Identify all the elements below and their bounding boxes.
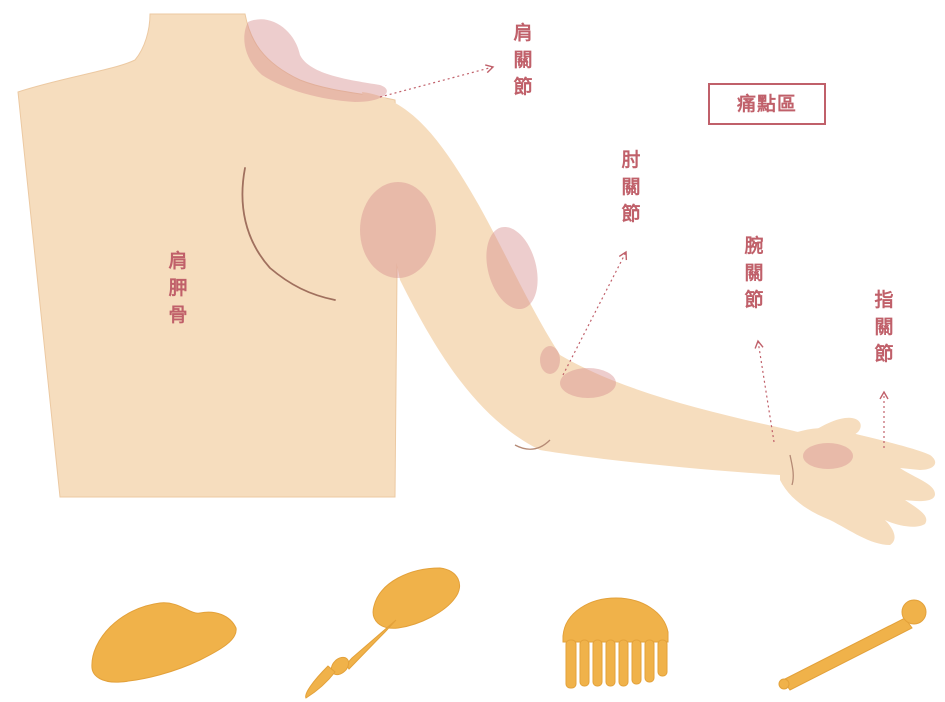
massage-spoon-stick-icon: [306, 568, 460, 698]
pain-area-legend: 痛點區: [708, 83, 826, 125]
pain-area-elbow-small: [540, 346, 560, 374]
pain-area-fingers: [803, 443, 853, 469]
label-shoulder-joint: 肩關節: [511, 20, 535, 101]
label-finger-joint: 指關節: [872, 287, 896, 368]
label-elbow-joint: 肘關節: [619, 147, 643, 228]
pain-area-elbow: [560, 368, 616, 398]
gua-sha-board-icon: [92, 603, 236, 682]
leader-shoulder: [380, 67, 493, 97]
leader-elbow: [563, 252, 626, 375]
pain-area-upper-arm-back: [360, 182, 436, 278]
massage-comb-icon: [563, 598, 668, 688]
label-scapula: 肩胛骨: [166, 248, 190, 329]
hand: [780, 418, 935, 545]
tools: [92, 568, 926, 698]
label-wrist-joint: 腕關節: [742, 233, 766, 314]
massage-rod-icon: [779, 600, 926, 690]
